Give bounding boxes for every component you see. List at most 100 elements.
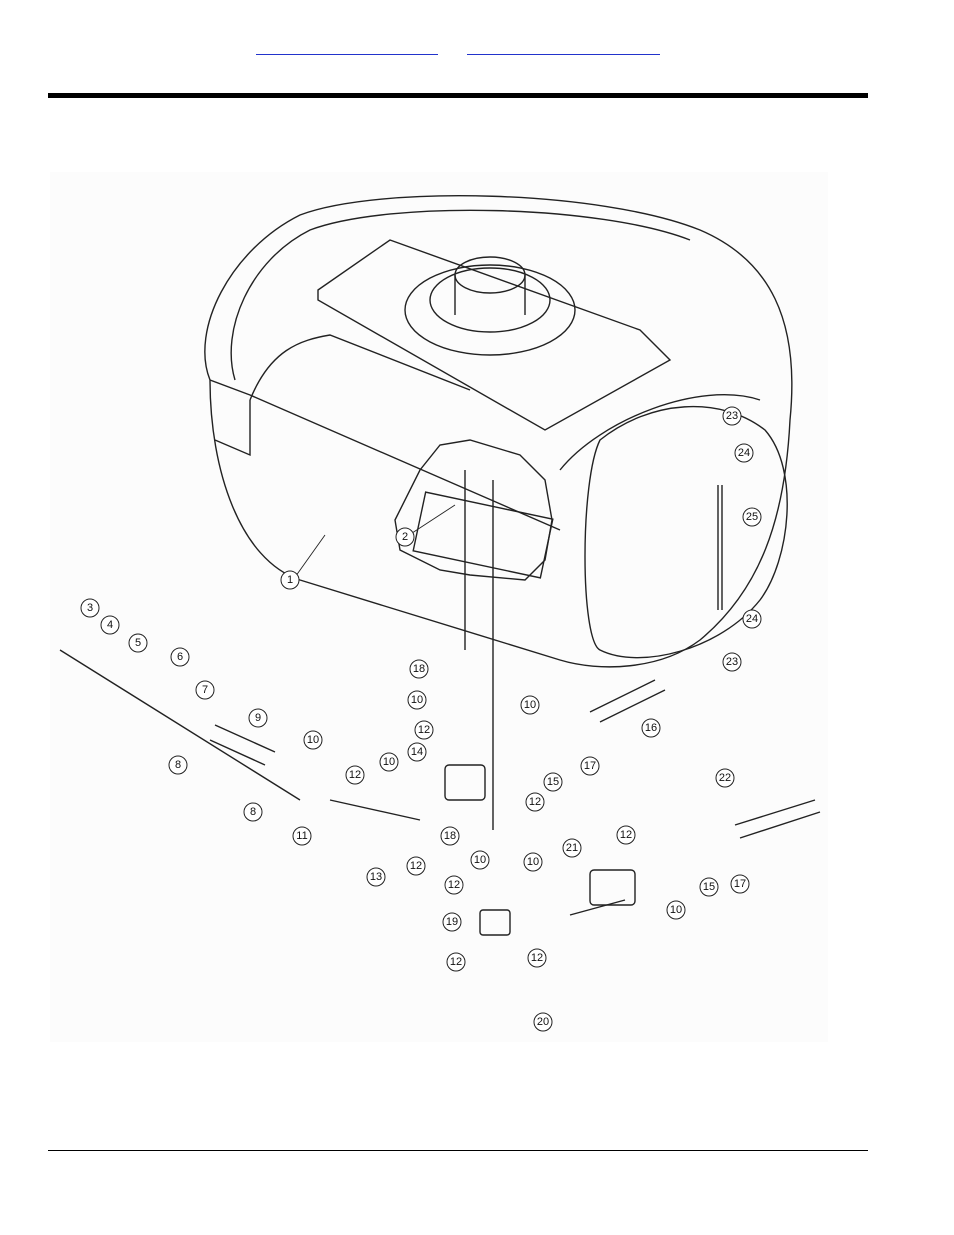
callout-21: 21 (562, 838, 582, 858)
callout-12: 12 (525, 792, 545, 812)
callout-number: 14 (411, 746, 423, 758)
callout-circle (525, 792, 545, 812)
callout-12: 12 (616, 825, 636, 845)
callout-18: 18 (409, 659, 429, 679)
callout-circle (280, 570, 300, 590)
top-link-1[interactable] (256, 38, 438, 55)
callout-number: 12 (410, 860, 422, 872)
callout-number: 17 (734, 878, 746, 890)
callout-number: 2 (402, 531, 408, 543)
callout-circle (100, 615, 120, 635)
callout-number: 10 (474, 854, 486, 866)
top-link-2[interactable] (467, 38, 660, 55)
callout-number: 16 (645, 722, 657, 734)
callout-number: 12 (349, 769, 361, 781)
callout-14: 14 (407, 742, 427, 762)
top-link-2-anchor[interactable] (467, 38, 660, 55)
callout-circle (562, 838, 582, 858)
callout-number: 19 (446, 916, 458, 928)
callout-number: 18 (444, 830, 456, 842)
callout-circle (442, 912, 462, 932)
callout-circle (470, 850, 490, 870)
callout-number: 10 (527, 856, 539, 868)
callout-15: 15 (699, 877, 719, 897)
callout-circle (699, 877, 719, 897)
callout-10: 10 (523, 852, 543, 872)
callout-circle (407, 742, 427, 762)
callout-10: 10 (407, 690, 427, 710)
callout-number: 3 (87, 602, 93, 614)
callout-circle (406, 856, 426, 876)
callout-circle (580, 756, 600, 776)
callout-15: 15 (543, 772, 563, 792)
callout-number: 10 (307, 734, 319, 746)
callout-1: 1 (280, 570, 300, 590)
callout-number: 10 (411, 694, 423, 706)
callout-circle (440, 826, 460, 846)
callout-number: 12 (418, 724, 430, 736)
callout-24: 24 (742, 609, 762, 629)
callout-circle (345, 765, 365, 785)
callout-circle (527, 948, 547, 968)
callout-number: 25 (746, 511, 758, 523)
callout-number: 9 (255, 712, 261, 724)
callout-9: 9 (248, 708, 268, 728)
callout-circle (80, 598, 100, 618)
callout-12: 12 (414, 720, 434, 740)
callout-6: 6 (170, 647, 190, 667)
callout-13: 13 (366, 867, 386, 887)
callout-number: 12 (529, 796, 541, 808)
callout-number: 1 (287, 574, 293, 586)
callout-circle (715, 768, 735, 788)
top-link-1-anchor[interactable] (256, 38, 438, 55)
callout-circle (446, 952, 466, 972)
callout-number: 18 (413, 663, 425, 675)
callout-8: 8 (243, 802, 263, 822)
callout-circle (379, 752, 399, 772)
callout-circle (243, 802, 263, 822)
footer-rule (48, 1150, 868, 1151)
callout-number: 17 (584, 760, 596, 772)
callout-number: 6 (177, 651, 183, 663)
callout-18: 18 (440, 826, 460, 846)
callout-circle (533, 1012, 553, 1032)
callout-circle (303, 730, 323, 750)
callout-number: 23 (726, 410, 738, 422)
callout-12: 12 (345, 765, 365, 785)
callout-circle (742, 507, 762, 527)
callout-number: 22 (719, 772, 731, 784)
callout-19: 19 (442, 912, 462, 932)
callout-number: 12 (450, 956, 462, 968)
callout-circle (722, 406, 742, 426)
callout-circle (366, 867, 386, 887)
header-rule (48, 93, 868, 98)
callout-number: 12 (620, 829, 632, 841)
callout-circle (543, 772, 563, 792)
callout-12: 12 (444, 875, 464, 895)
callout-number: 13 (370, 871, 382, 883)
callout-circle (168, 755, 188, 775)
callout-circle (641, 718, 661, 738)
callout-circle (407, 690, 427, 710)
callout-2: 2 (395, 527, 415, 547)
callout-number: 10 (670, 904, 682, 916)
callout-circle (742, 609, 762, 629)
callout-circle (730, 874, 750, 894)
callout-number: 23 (726, 656, 738, 668)
callout-16: 16 (641, 718, 661, 738)
callout-circle (523, 852, 543, 872)
callout-10: 10 (520, 695, 540, 715)
callout-number: 12 (448, 879, 460, 891)
callout-circle (520, 695, 540, 715)
callout-10: 10 (666, 900, 686, 920)
callout-10: 10 (379, 752, 399, 772)
callout-number: 5 (135, 637, 141, 649)
callout-12: 12 (446, 952, 466, 972)
tank-outline (59, 195, 821, 936)
callout-circle (734, 443, 754, 463)
callout-23: 23 (722, 652, 742, 672)
callout-10: 10 (303, 730, 323, 750)
callout-circle (195, 680, 215, 700)
